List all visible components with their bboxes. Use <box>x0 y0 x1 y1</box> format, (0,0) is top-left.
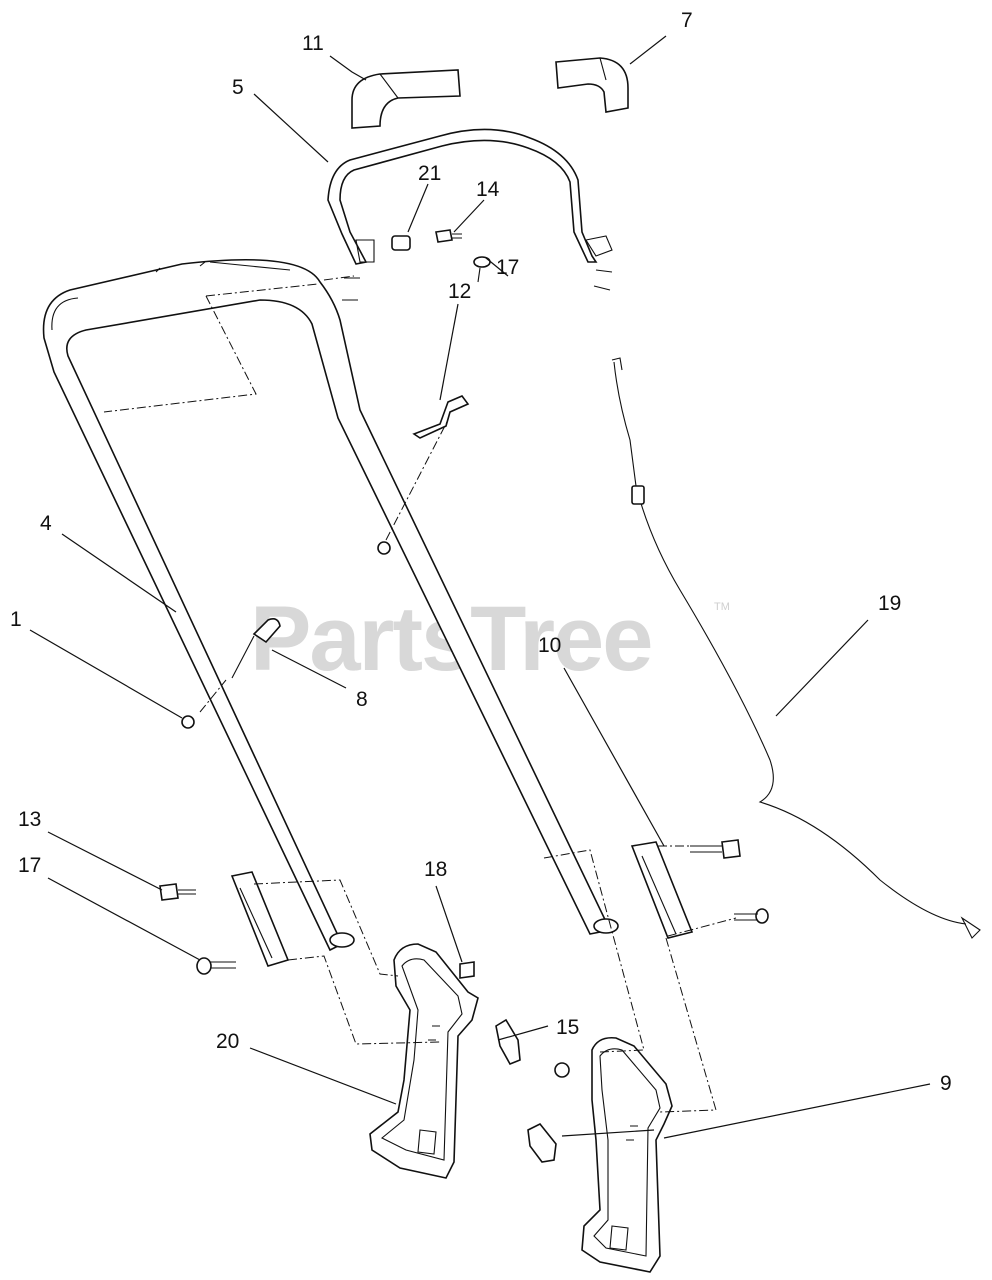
leader-lines <box>29 35 931 1139</box>
part-17-pin-top <box>473 256 491 283</box>
callout-13: 13 <box>18 808 41 831</box>
callout-17-top: 17 <box>496 256 519 279</box>
part-4-lower-handle <box>42 258 619 952</box>
nut-lower <box>554 1062 570 1078</box>
part-9-bracket-plate-right <box>581 1036 673 1273</box>
callout-10: 10 <box>538 634 561 657</box>
callout-17-bottom: 17 <box>18 854 41 877</box>
callout-4: 4 <box>40 512 52 535</box>
callout-15: 15 <box>556 1016 579 1039</box>
part-1-nut <box>181 715 195 729</box>
part-19-cable <box>611 357 981 939</box>
part-14-bolt <box>435 229 462 243</box>
part-8-knob <box>231 618 281 679</box>
part-5-upper-handle <box>327 128 613 301</box>
watermark: PartsTree TM <box>250 588 730 690</box>
callout-9: 9 <box>940 1072 952 1095</box>
part-11-handle-cap-left <box>351 69 461 129</box>
part-17-carriage-bolt <box>196 957 236 975</box>
part-12-bracket <box>412 395 470 439</box>
callout-20: 20 <box>216 1030 239 1053</box>
callout-18: 18 <box>424 858 447 881</box>
right-bolts <box>690 839 769 924</box>
part-20-bracket-plate-left <box>369 943 479 1179</box>
part-18-bolt <box>459 961 475 979</box>
part-21-spacer <box>391 235 411 251</box>
watermark-trademark: TM <box>714 601 730 613</box>
callout-12: 12 <box>448 280 471 303</box>
callout-8: 8 <box>356 688 368 711</box>
part-15-knob-second <box>527 1122 557 1163</box>
assembly-lines <box>103 275 737 1113</box>
part-7-handle-cap-right <box>555 57 629 113</box>
callout-14: 14 <box>476 178 500 201</box>
part-13-bolt <box>159 883 196 901</box>
callout-7: 7 <box>681 9 693 32</box>
callout-21: 21 <box>418 162 441 185</box>
part-15-knob <box>495 1018 521 1066</box>
callout-19: 19 <box>878 592 901 615</box>
callout-1: 1 <box>10 608 22 631</box>
callout-11: 11 <box>302 32 324 55</box>
right-clamp-block <box>630 841 694 939</box>
nut <box>377 541 391 555</box>
left-clamp-block <box>230 871 290 967</box>
callouts: 11 7 5 21 14 17 12 4 1 8 10 19 13 17 18 … <box>10 9 952 1095</box>
callout-5: 5 <box>232 76 244 99</box>
